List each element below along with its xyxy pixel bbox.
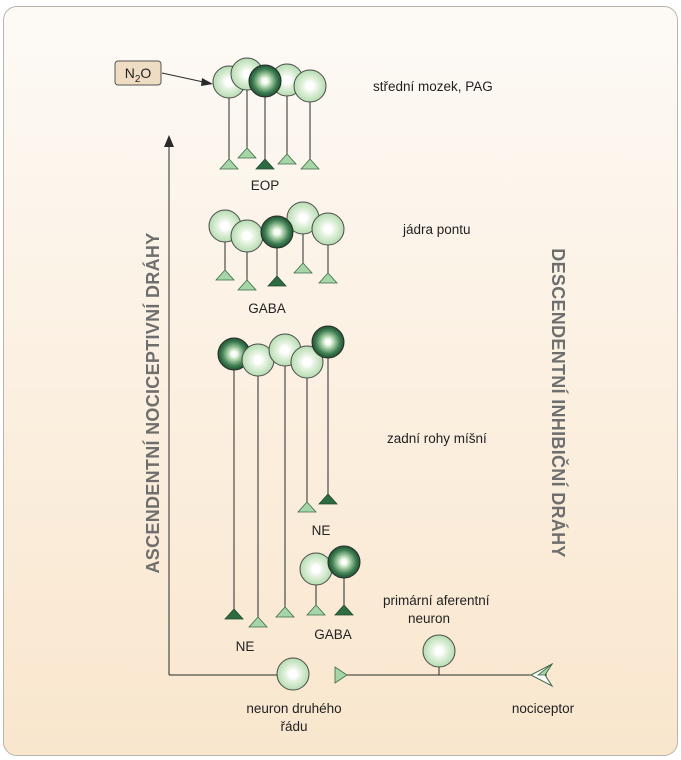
second-order-neuron [276,657,310,691]
lower-gaba-neuron-group [299,545,361,616]
midbrain-pag-label: střední mozek, PAG [373,79,493,94]
n2o-box: N2O [114,60,162,86]
second-order-label-line1: neuron druhého [246,701,341,716]
svg-text:N2O: N2O [125,65,152,85]
dorsal-horn-neuron-group [217,325,345,628]
ascending-arrow-head [164,135,174,147]
n2o-arrow-head [201,78,213,86]
ne-lower-label: NE [236,639,255,654]
primary-afferent-label-line1: primární aferentní [383,593,490,608]
dorsal-horn-label: zadní rohy míšní [387,431,487,446]
nociceptor-ending [529,662,554,688]
primary-afferent-label-line2: neuron [408,611,450,626]
n2o-arrow-line [161,72,209,84]
nociceptor-label: nociceptor [512,701,575,716]
eop-label: EOP [251,178,280,193]
primary-afferent-neuron [334,634,547,684]
second-order-label-line2: řádu [280,719,307,734]
pons-nuclei-label: jádra pontu [402,222,471,237]
n2o-label-o: O [140,65,151,81]
pain-pathway-diagram: N2O střední mozek, PAG EOP jádra pontu G… [114,57,575,734]
gaba-lower-label: GABA [314,627,352,642]
n2o-label-sub: 2 [135,74,141,85]
gaba-upper-label: GABA [248,301,286,316]
n2o-label-n: N [125,65,135,81]
diagram-frame: N2O střední mozek, PAG EOP jádra pontu G… [3,6,678,756]
ascending-pathways-title: ASCENDENTNÍ NOCICEPTIVNÍ DRÁHY [142,232,163,573]
ne-upper-label: NE [312,523,331,538]
midbrain-neuron-group [212,57,327,170]
descending-pathways-title: DESCENDENTNÍ INHIBIČNÍ DRÁHY [548,248,569,557]
pons-neuron-group [208,201,345,291]
